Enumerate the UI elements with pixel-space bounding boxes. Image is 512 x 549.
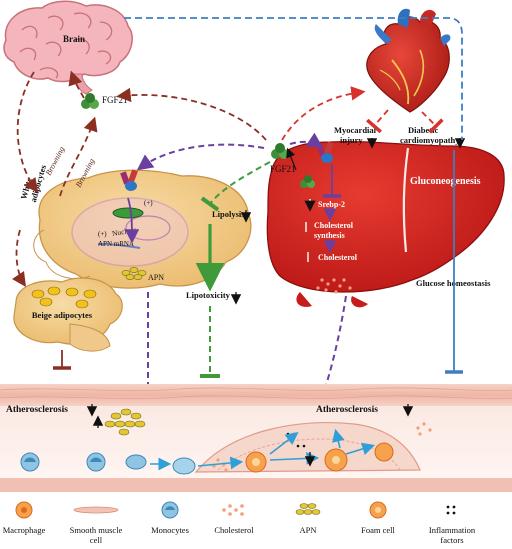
red-pathway [281,86,444,141]
liver-illustration [266,140,505,308]
fgf21-molecule-top [81,93,99,109]
fgf21-molecule-liver-inner [300,175,315,188]
apn-label: APN [148,273,164,282]
legend-label-apn: APN [299,525,316,535]
fgf21-molecule-liver [271,143,289,159]
vessel-blue-arrows [150,428,376,471]
vessel-foam-cells [245,442,394,473]
heart-illustration [366,8,451,113]
brown-pathway [12,70,267,287]
green-pathway [200,161,271,378]
blue-pathway [124,17,463,374]
legend-icon-apn [295,503,321,515]
legend-icon-foam-cell [369,501,387,519]
blood-vessel [0,384,512,492]
browning-label-1: Browning [44,145,67,177]
receptor-adipocyte [120,169,138,191]
legend-icon-macrophage [15,501,33,519]
legend-label-monocyte: Monocytes [151,525,189,535]
legend-icon-smooth-muscle [73,506,119,514]
legend [15,501,456,519]
lipolysis-label: Lipolysis [212,209,245,219]
cholesterol-label: Cholesterol [318,253,358,262]
brain-label: Brain [63,34,85,44]
brain-illustration [3,0,133,95]
lipotoxicity-label: Lipotoxicity [186,290,231,300]
plus-sign-upper: (+) [144,199,153,207]
legend-icon-monocyte [161,501,179,519]
liver-cholesterol-droplets [316,278,352,294]
gluconeogenesis-label: Gluconeogenesis [410,176,481,187]
legend-label-cholesterol: Cholesterol [214,525,254,535]
legend-label-foam: Foam cell [361,525,395,535]
atherosclerosis-left-label: Atherosclerosis [6,405,68,415]
atherosclerosis-right-label: Atherosclerosis [316,405,378,415]
legend-label-macrophage: Macrophage [3,525,46,535]
beige-adipocytes-illustration [13,277,123,352]
vessel-monocytes [20,452,196,475]
vessel-apn-cluster [104,408,146,436]
beige-adipocytes-label: Beige adipocytes [32,310,93,320]
plus-sign-lower: (+) [98,230,107,238]
fgf21-top-label: FGF21 [102,95,128,105]
legend-icon-inflammation [446,505,456,515]
apn-mrna-label: APN mRNA [98,240,134,248]
fgf21-liver-label: FGF21 [270,164,296,174]
white-adipocytes-illustration [33,169,252,289]
legend-icon-cholesterol [222,504,244,516]
srebp2-label: Srebp-2 [318,200,345,209]
liver-down-arrows [304,199,316,262]
vessel-cholesterol [212,422,432,472]
